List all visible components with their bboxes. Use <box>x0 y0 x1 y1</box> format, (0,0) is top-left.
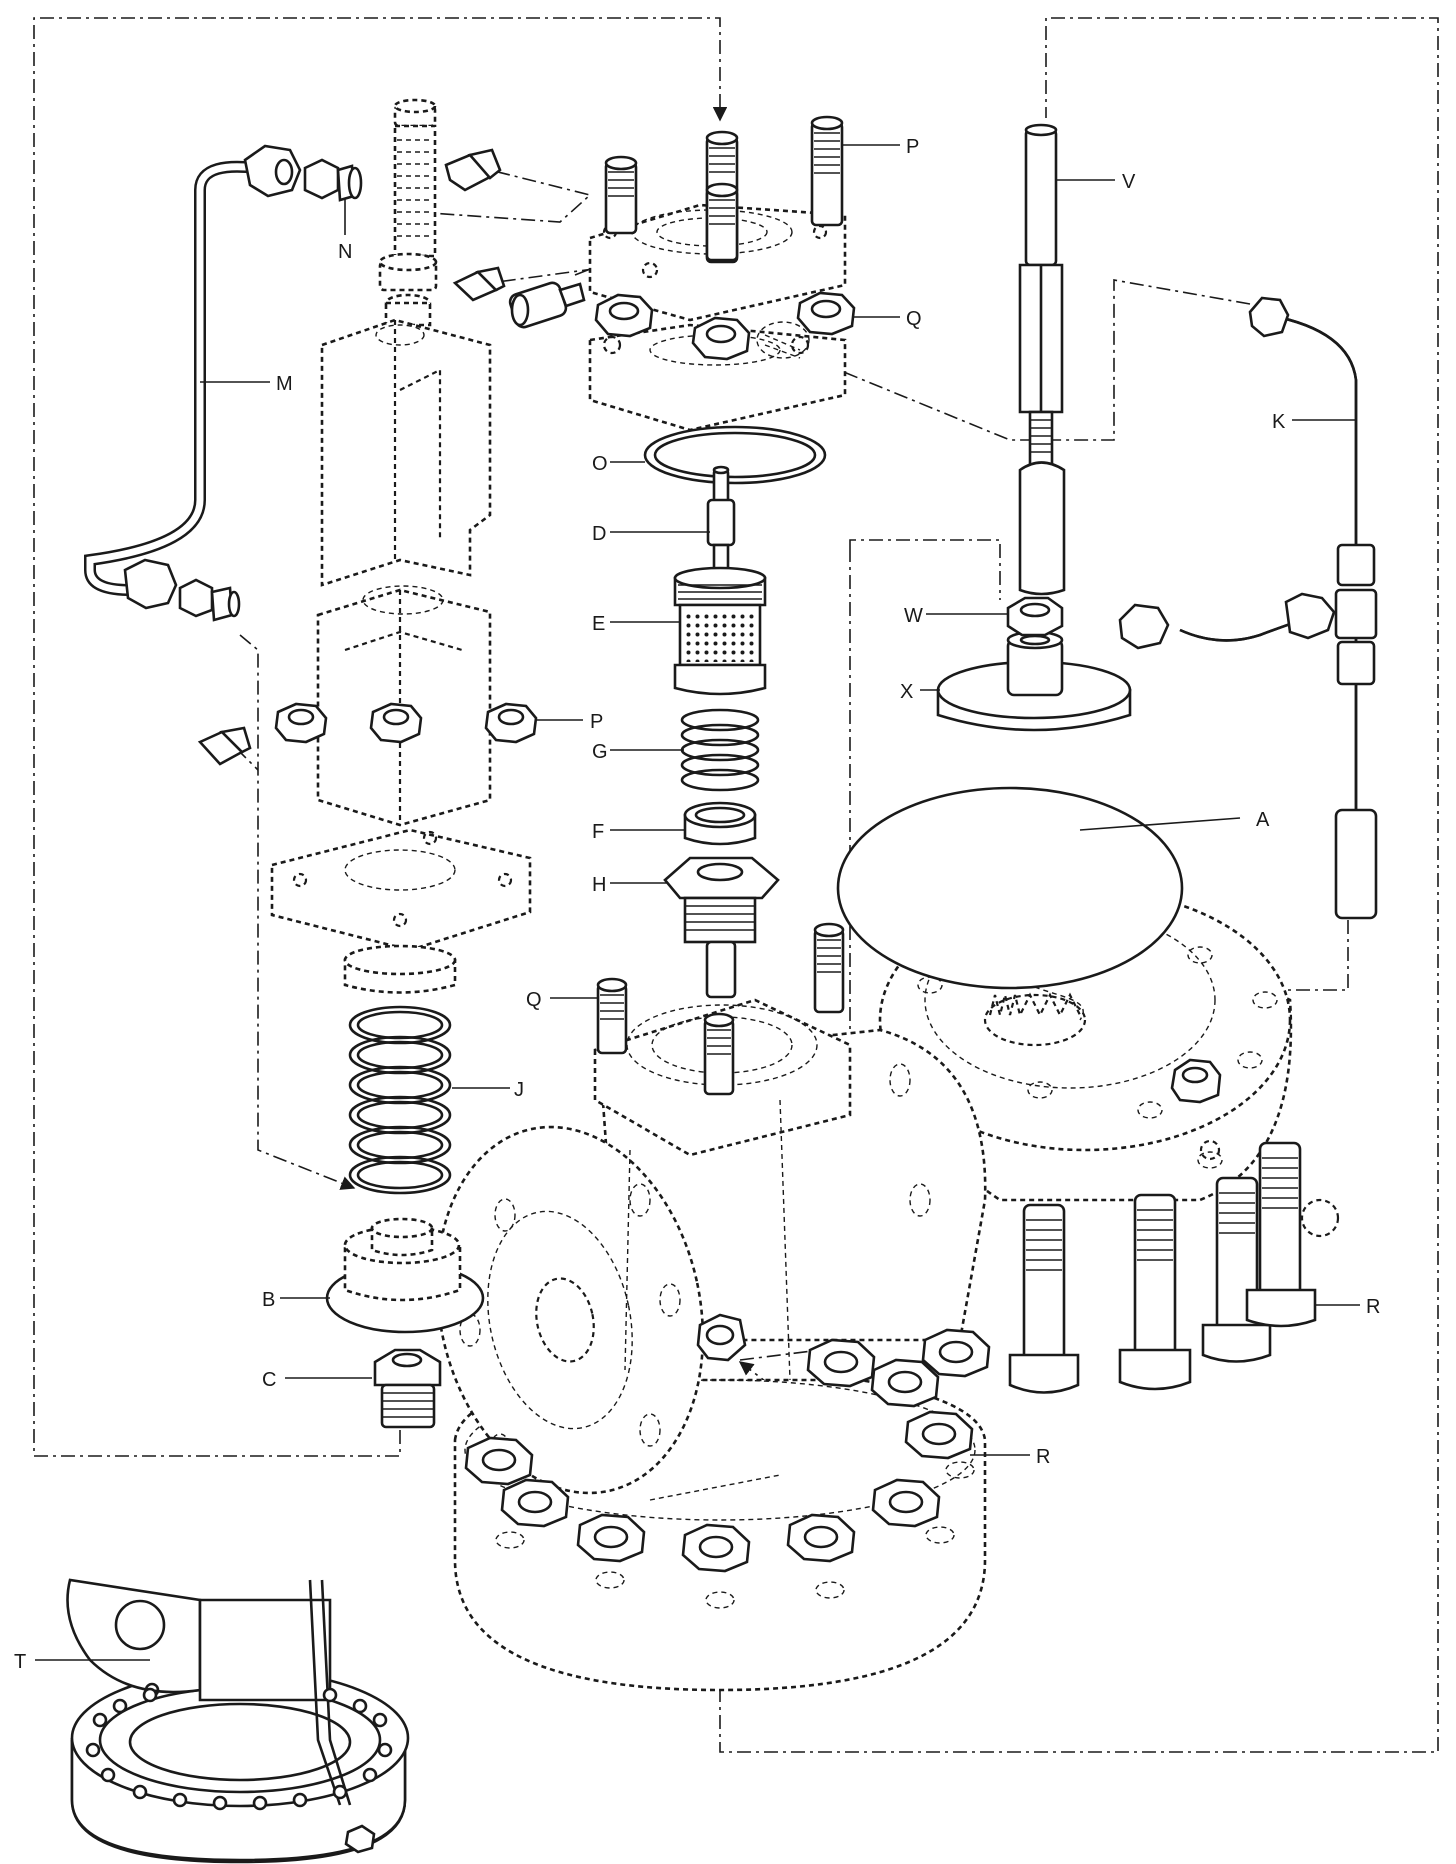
valve-seat <box>683 801 757 846</box>
pilot-nuts <box>274 702 538 744</box>
small-plug-left <box>197 726 252 766</box>
callout-v: V <box>1122 171 1136 193</box>
small-spring <box>680 708 760 792</box>
plug-fittings <box>444 148 659 329</box>
callout-d: D <box>592 523 606 545</box>
pressure-plate <box>936 630 1132 732</box>
callout-t: T <box>14 1651 26 1673</box>
callout-f: F <box>592 821 604 843</box>
inset-assembled-view <box>66 1578 410 1864</box>
callout-w: W <box>904 605 923 627</box>
pilot-diaphragm <box>325 1217 485 1334</box>
cover-studs <box>604 115 844 264</box>
callout-b: B <box>262 1289 275 1311</box>
pilot-tube-k <box>1118 296 1378 920</box>
bonnet-studs <box>596 922 845 1096</box>
seat-holder <box>663 856 780 999</box>
callout-o: O <box>592 453 608 475</box>
callout-labels: A B C D E F G H J K M N O P P Q Q R R T … <box>14 136 1380 1673</box>
callout-p-pilot: P <box>590 711 603 733</box>
flange-bolts <box>1008 1141 1317 1394</box>
callout-c: C <box>262 1369 276 1391</box>
plate-nut <box>1006 596 1064 637</box>
assembly-chain-lines <box>33 17 1439 1753</box>
spindle <box>1018 123 1066 596</box>
callout-a: A <box>1256 809 1270 831</box>
strainer <box>673 566 767 696</box>
body-fitting <box>696 1313 747 1362</box>
callout-k: K <box>1272 411 1286 433</box>
callout-g: G <box>592 741 608 763</box>
callout-x: X <box>900 681 913 703</box>
callout-r-bolts: R <box>1366 1296 1380 1318</box>
callout-m: M <box>276 373 293 395</box>
flange-nuts <box>464 1328 991 1573</box>
main-spring <box>348 1005 452 1195</box>
callout-q-top: Q <box>906 308 922 330</box>
callout-e: E <box>592 613 605 635</box>
o-ring <box>643 425 827 485</box>
callout-h: H <box>592 874 606 896</box>
bottom-plug <box>373 1348 442 1429</box>
cover-nuts <box>594 291 856 361</box>
pilot-tube-m <box>84 144 363 622</box>
callout-p-top: P <box>906 136 919 158</box>
callout-n: N <box>338 241 352 263</box>
callout-leaders <box>35 144 1360 1661</box>
valve-stem <box>706 465 736 579</box>
pilot-body <box>270 98 532 994</box>
main-diaphragm <box>836 786 1184 990</box>
callout-j: J <box>514 1079 524 1101</box>
callout-q-body: Q <box>526 989 542 1011</box>
valve-body <box>435 888 1340 1692</box>
tap-plug <box>1170 1058 1222 1104</box>
callout-r-nuts: R <box>1036 1446 1050 1468</box>
